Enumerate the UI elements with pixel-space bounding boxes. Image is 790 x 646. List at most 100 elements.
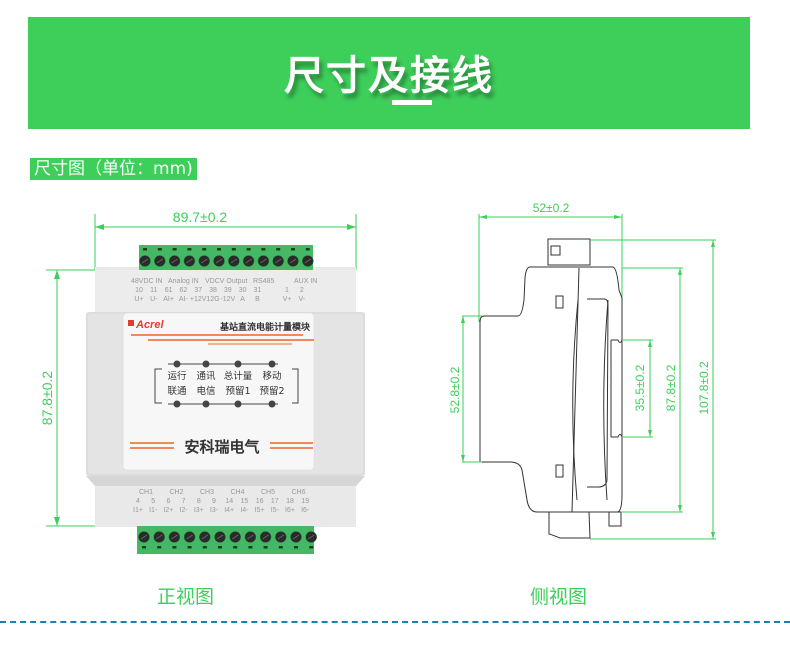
side-front-height-dimension	[461, 315, 482, 463]
terminal-screw	[168, 531, 181, 549]
side-rail-label: 35.5±0.2	[633, 364, 647, 411]
side-total-height-dimension	[590, 239, 716, 540]
top-terminal-signal: AI+	[163, 296, 174, 303]
indicator-mobile: 移动	[262, 370, 281, 382]
header-banner: 尺寸及接线	[28, 17, 750, 129]
bottom-terminal-signal: I1+	[133, 507, 143, 514]
channel-label: CH5	[261, 489, 275, 496]
terminal-screw	[275, 531, 287, 549]
top-terminal-signal: V+	[283, 296, 292, 303]
top-terminal-number: 62	[180, 287, 188, 294]
terminal-screw	[242, 248, 255, 267]
brand-logo: Acrel	[128, 319, 164, 331]
terminal-screw	[183, 248, 196, 267]
terminal-screw	[138, 531, 150, 549]
side-depth-label: 52±0.2	[533, 201, 570, 215]
bottom-terminal-signal: I5+	[255, 507, 265, 514]
bottom-terminal-screws	[138, 531, 317, 549]
side-view-caption: 侧视图	[530, 586, 588, 608]
terminal-screw	[183, 531, 196, 549]
bottom-terminal-number: 4	[136, 498, 140, 505]
terminal-screw	[305, 531, 317, 549]
top-terminal-number: 30	[239, 287, 247, 294]
bottom-terminal-number: 9	[212, 498, 216, 505]
bottom-terminal-signal: I2+	[163, 507, 173, 514]
top-terminal-number: 1	[285, 287, 289, 294]
top-terminal-signal: V-	[298, 296, 305, 303]
top-terminal-signal: +12V	[190, 296, 207, 303]
led-indicator	[202, 400, 210, 408]
bottom-terminal-number: 14	[225, 498, 233, 505]
indicator-frame	[154, 360, 299, 408]
led-indicator	[202, 360, 210, 368]
acrel-logo-icon	[128, 320, 134, 326]
terminal-screw	[214, 531, 226, 549]
front-width-label: 89.7±0.2	[173, 209, 228, 225]
led-indicator	[173, 400, 181, 408]
terminal-screw	[257, 248, 270, 267]
bottom-terminal-number: 8	[197, 498, 201, 505]
terminal-screw	[139, 248, 151, 267]
bottom-terminal-number: 15	[241, 498, 249, 505]
top-terminal-number: 10	[135, 287, 143, 294]
side-body-height-label: 87.8±0.2	[664, 364, 678, 411]
led-indicator	[234, 400, 242, 408]
terminal-screw	[244, 531, 257, 549]
top-terminal-signal: U-	[150, 296, 158, 303]
bottom-terminal-outline	[548, 511, 591, 539]
terminal-screw	[153, 531, 165, 549]
side-view: 52±0.2 52.8±0.2	[448, 201, 716, 540]
indicator-reserved2: 预留2	[259, 385, 284, 397]
indicator-telecom: 电信	[196, 385, 215, 397]
terminal-screw	[213, 248, 225, 267]
top-terminal-signal: AI-	[179, 296, 189, 303]
front-view: 89.7±0.2 87.8±0.2 48VDC IN Analog IN VDC…	[39, 209, 365, 554]
section-label: 尺寸图（单位：mm)	[30, 158, 197, 180]
bottom-terminal-signal: I4+	[224, 507, 234, 514]
terminal-screw	[198, 248, 210, 267]
channel-label: CH3	[200, 489, 214, 496]
top-terminal-signal: -12V	[220, 296, 235, 303]
terminal-screw	[290, 531, 302, 549]
channel-label: CH6	[291, 489, 305, 496]
label-rs485: RS485	[253, 278, 275, 285]
channel-label: CH4	[230, 489, 244, 496]
section-divider	[0, 621, 790, 623]
terminal-screw	[199, 531, 211, 549]
front-panel-label	[122, 312, 315, 471]
terminal-screw	[229, 531, 241, 549]
label-aux-in: AUX IN	[294, 278, 317, 285]
top-terminal-number: 37	[194, 287, 202, 294]
top-terminal-number: 2	[300, 287, 304, 294]
side-body-outline	[479, 266, 623, 513]
front-width-dimension: 89.7±0.2	[94, 209, 357, 270]
top-terminal-number: 31	[254, 287, 262, 294]
indicator-total: 总计量	[224, 370, 253, 382]
bottom-terminal-number: 18	[286, 498, 294, 505]
front-height-label: 87.8±0.2	[39, 371, 55, 426]
led-indicator	[268, 400, 276, 408]
led-indicator	[173, 360, 181, 368]
label-vdcv-output: VDCV Output	[205, 278, 247, 285]
banner-underline	[392, 100, 432, 105]
indicator-labels: 运行 通讯 总计量 移动 联通 电信 预留1 预留2	[167, 370, 284, 397]
channel-label: CH2	[169, 489, 183, 496]
bottom-terminal-signal: I3+	[194, 507, 204, 514]
side-rail-dimension	[621, 339, 653, 438]
terminal-screw	[168, 248, 181, 267]
top-terminal-number: 61	[165, 287, 173, 294]
top-terminal-signal: 12G	[206, 296, 219, 303]
top-terminal-labels: 48VDC IN Analog IN VDCV Output RS485 AUX…	[131, 278, 317, 303]
terminal-screw	[287, 248, 299, 267]
bottom-terminal-number: 16	[256, 498, 264, 505]
indicator-comm: 通讯	[196, 371, 216, 382]
side-depth-dimension	[478, 214, 623, 322]
terminal-screw	[272, 248, 284, 267]
bottom-terminal-signal: I3-	[210, 507, 219, 514]
indicator-unicom: 联通	[167, 386, 187, 397]
indicator-reserved1: 预留1	[225, 385, 250, 397]
company-name: 安科瑞电气	[184, 438, 259, 456]
led-indicator	[268, 360, 276, 368]
terminal-screw	[302, 248, 314, 267]
side-total-height-label: 107.8±0.2	[697, 361, 711, 415]
